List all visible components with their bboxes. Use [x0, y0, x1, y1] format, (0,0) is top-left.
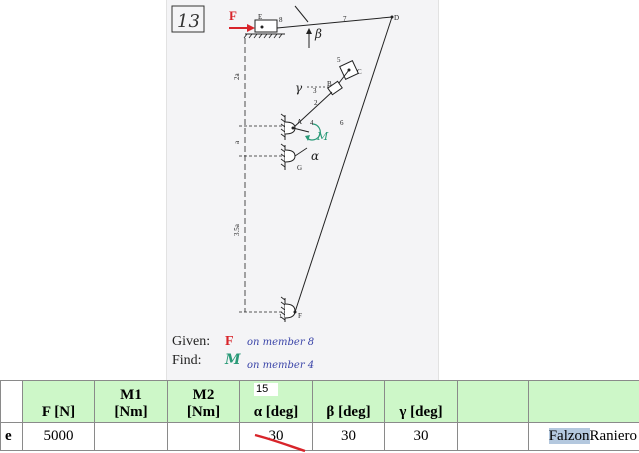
header-cell-m2: M2 [Nm]: [168, 381, 240, 423]
header-cell-extra-2: [529, 381, 639, 423]
row-label: e: [1, 423, 23, 451]
link-8-label: 8: [279, 16, 283, 24]
link-4-label: 4: [310, 119, 314, 127]
force-symbol: F: [229, 8, 237, 23]
header-alpha-text: α [deg]: [254, 404, 299, 420]
header-cell-force: F [N]: [23, 381, 95, 423]
point-A-label: A: [297, 118, 302, 126]
beta-label: β: [314, 27, 322, 41]
given-symbol: F: [225, 334, 234, 349]
name-first-highlighted: Falzon: [549, 428, 590, 444]
gamma-label: γ: [295, 81, 303, 95]
alpha-correction-note: 15: [254, 383, 278, 396]
link-3-label: 3: [313, 87, 317, 95]
cell-alpha: 30: [240, 423, 313, 451]
alpha-old-value-wrap: 30: [269, 428, 284, 445]
cell-m1: [95, 423, 168, 451]
point-D-label: D: [394, 14, 399, 22]
moment-symbol: M: [316, 130, 329, 143]
link-6: [295, 17, 392, 312]
link-7-label: 7: [343, 15, 347, 23]
find-symbol: M: [224, 352, 241, 368]
header-cell-extra-1: [458, 381, 529, 423]
dim-2a: 2a: [233, 73, 241, 81]
header-cell-beta: β [deg]: [313, 381, 385, 423]
dim-a: a: [233, 140, 241, 144]
find-label: Find:: [172, 353, 202, 368]
cell-beta: 30: [313, 423, 385, 451]
table-header-row: F [N] M1 [Nm] M2 [Nm] 15 α [deg] β [deg]…: [1, 381, 639, 423]
ground-label: 1: [279, 314, 282, 320]
header-cell-gamma: γ [deg]: [385, 381, 458, 423]
name-last: Raniero: [590, 428, 637, 444]
link-5-label: 5: [337, 56, 341, 64]
cell-blank: [458, 423, 529, 451]
header-cell-m1: M1 [Nm]: [95, 381, 168, 423]
slider-block: [255, 20, 277, 32]
alpha-label: α: [311, 149, 319, 163]
scanned-figure: 13 F E 8 7 D β 6 C 5: [166, 0, 439, 380]
link-7: [277, 17, 392, 28]
given-text: on member 8: [247, 337, 314, 348]
cell-force: 5000: [23, 423, 95, 451]
dim-3-5a: 3.5a: [233, 223, 241, 236]
force-arrowhead: [247, 24, 255, 32]
cell-gamma: 30: [385, 423, 458, 451]
find-text: on member 4: [247, 360, 314, 371]
given-label: Given:: [172, 334, 210, 349]
mechanism-diagram: 13 F E 8 7 D β 6 C 5: [167, 0, 438, 380]
data-table: F [N] M1 [Nm] M2 [Nm] 15 α [deg] β [deg]…: [0, 380, 639, 451]
header-m2-text: M2 [Nm]: [187, 387, 220, 420]
link-6-label: 6: [340, 119, 344, 127]
strike-through-mark: [253, 431, 309, 453]
point-G-label: G: [297, 164, 302, 172]
header-m1-text: M1 [Nm]: [114, 387, 147, 420]
cell-m2: [168, 423, 240, 451]
header-cell-blank: [1, 381, 23, 423]
cell-student-name: FalzonRaniero: [529, 423, 639, 451]
link-2-label: 2: [314, 99, 318, 107]
header-cell-alpha: 15 α [deg]: [240, 381, 313, 423]
point-F-label: F: [298, 312, 302, 320]
point-C-label: C: [357, 68, 362, 76]
table-row: e 5000 30 30 30 FalzonRaniero: [1, 423, 639, 451]
point-E: E: [258, 13, 262, 21]
problem-number: 13: [177, 11, 200, 32]
